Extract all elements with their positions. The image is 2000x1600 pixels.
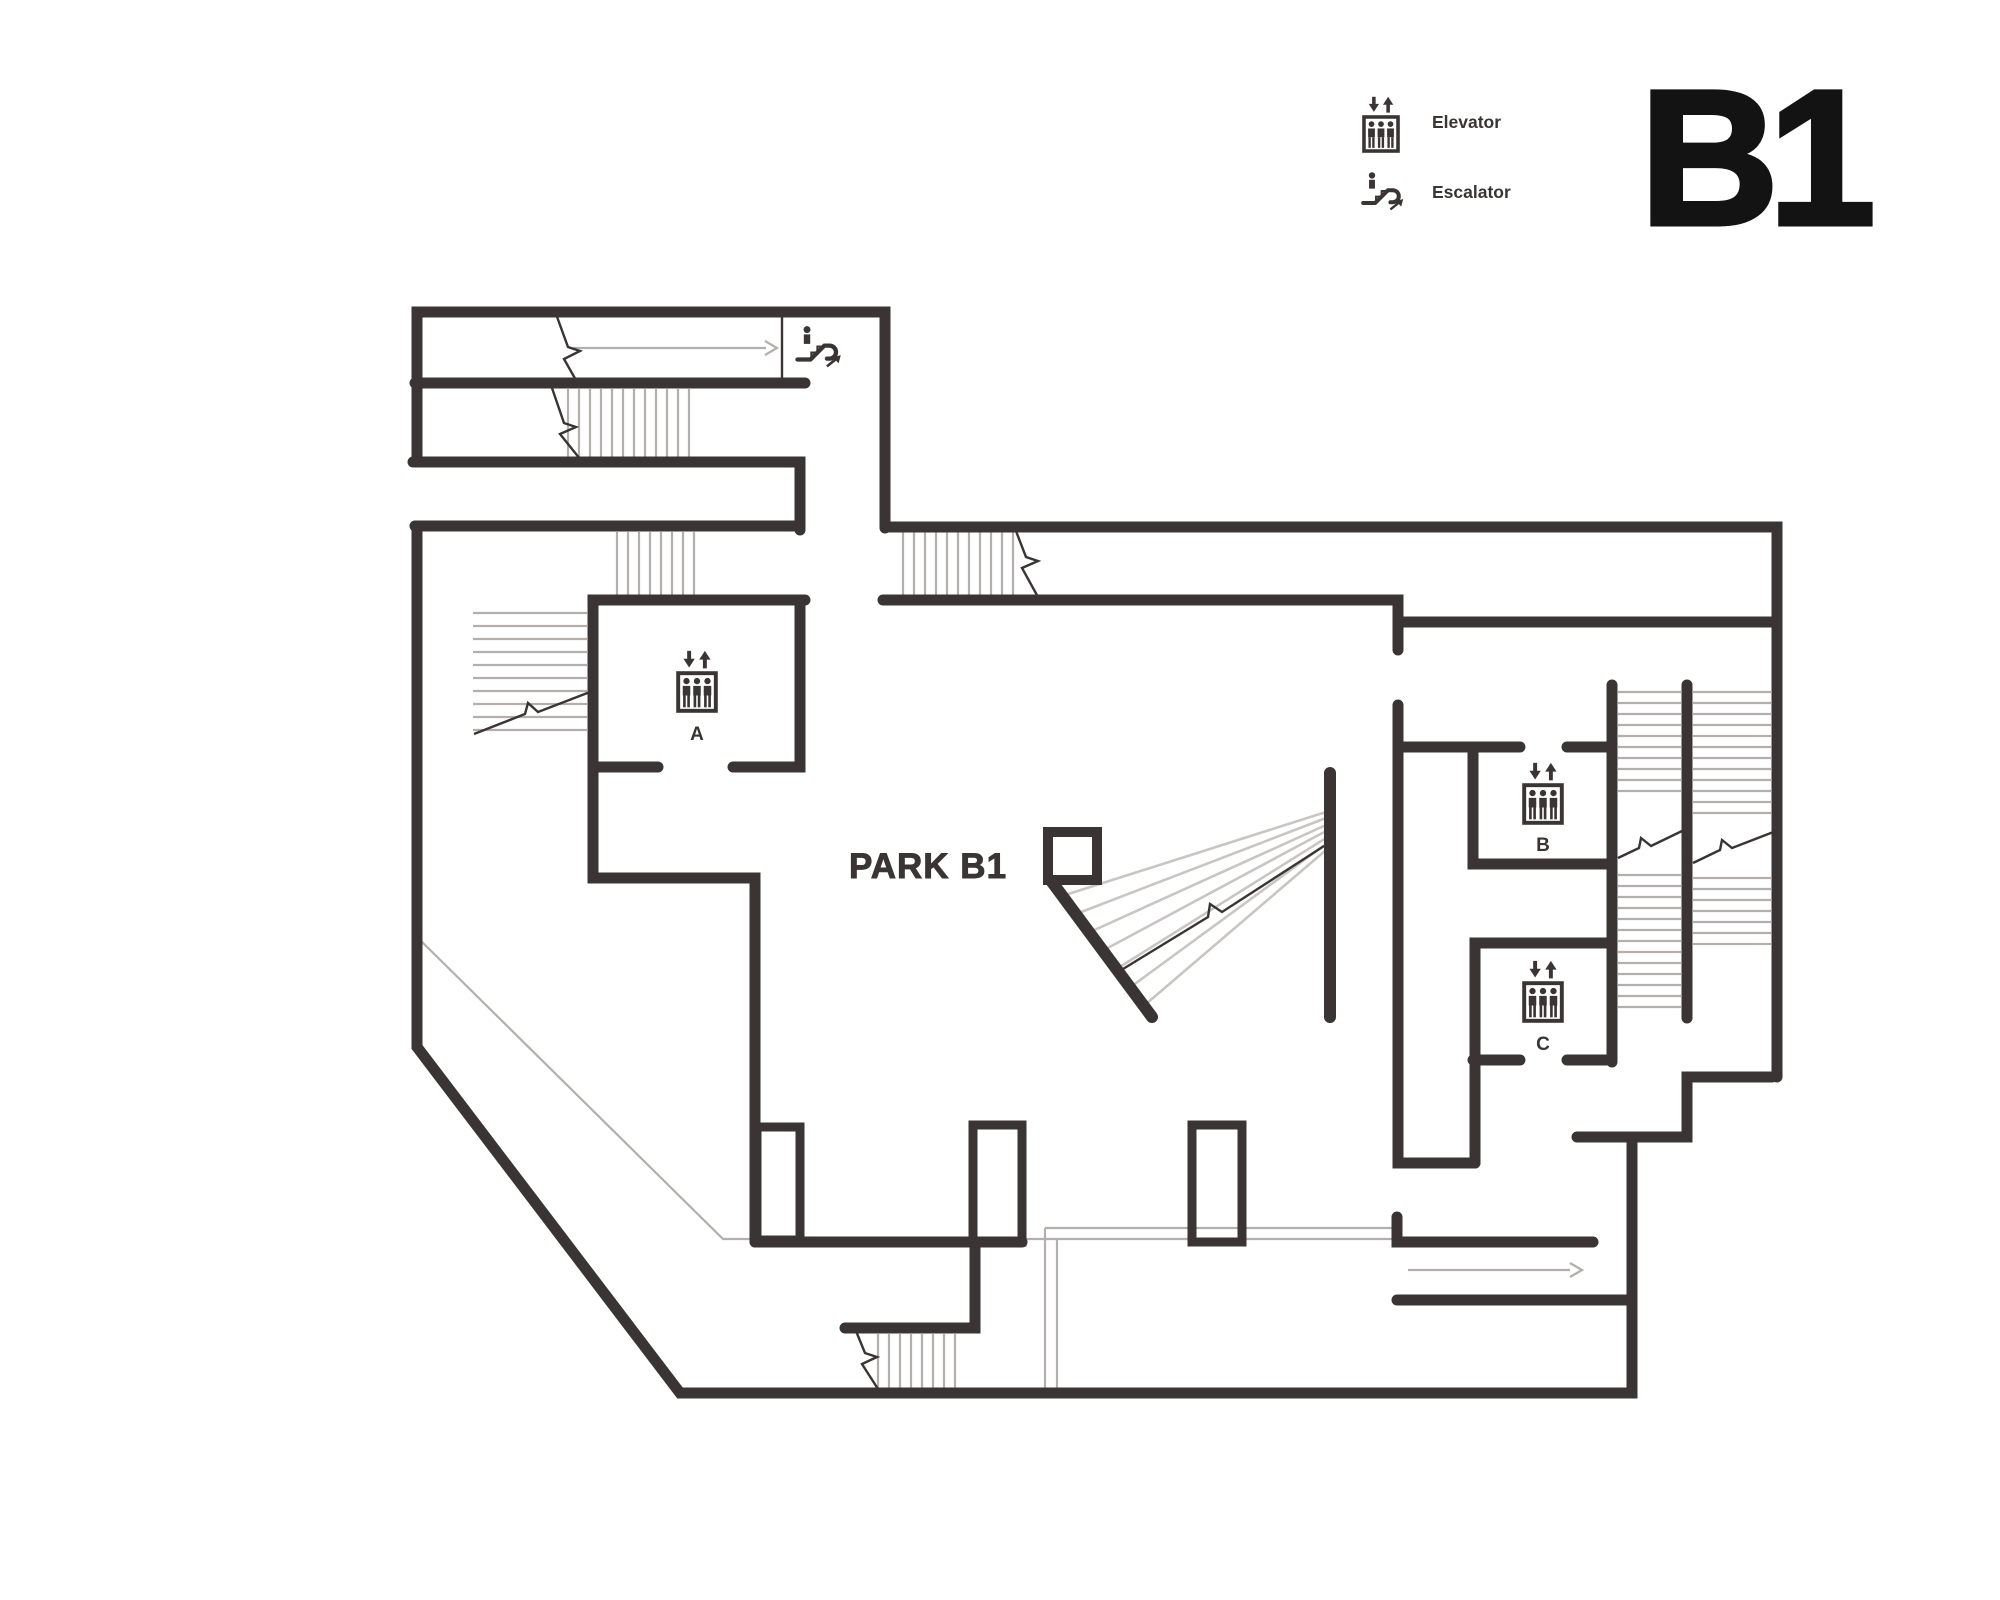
escalator-icon — [798, 326, 841, 366]
pillar-square — [1043, 827, 1102, 885]
elevator-icon-a — [676, 650, 718, 713]
stairs-top-left-upper — [566, 389, 691, 457]
direction-arrow-bottom-right — [1408, 1262, 1585, 1278]
stairs-top-left-lower — [615, 532, 696, 595]
ramp-lines — [1061, 810, 1327, 1005]
stairs-bottom-center — [876, 1334, 957, 1388]
stairs-left-wing — [473, 611, 587, 732]
elevator-label-b: B — [1536, 835, 1550, 856]
door-post — [1187, 1120, 1247, 1247]
legend-label-escalator: Escalator — [1432, 182, 1511, 202]
elevator-icon-b — [1522, 762, 1564, 825]
park-area-label: PARK B1 — [849, 847, 1007, 886]
door-post — [752, 1122, 805, 1245]
stairs-top-center — [901, 532, 1015, 595]
elevator-icon — [1362, 96, 1400, 153]
stairwell-right-right-column — [1693, 690, 1771, 946]
elevator-label-c: C — [1536, 1034, 1550, 1055]
guide-lines — [417, 937, 1397, 1389]
walls — [407, 306, 1783, 1399]
door-post — [968, 1120, 1027, 1247]
floor-title: B1 — [1637, 50, 1877, 265]
elevator-icon-c — [1522, 960, 1564, 1023]
direction-arrow-top — [573, 340, 780, 356]
escalator-icon — [1360, 170, 1408, 212]
legend-label-elevator: Elevator — [1432, 112, 1502, 132]
elevator-label-a: A — [690, 724, 704, 745]
break-lines — [473, 313, 1777, 1390]
stairwell-right-left-column — [1618, 690, 1681, 1009]
